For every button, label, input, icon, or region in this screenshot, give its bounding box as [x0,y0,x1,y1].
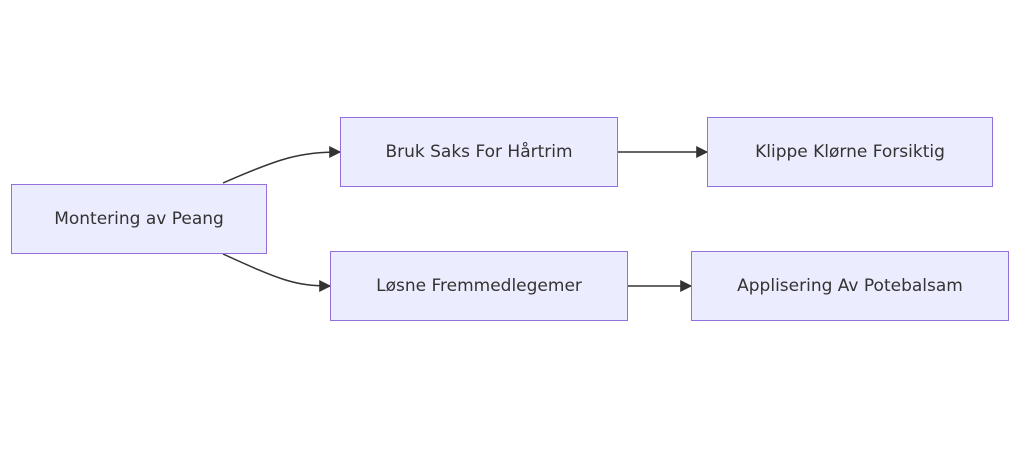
node-losne-fremmedlegemer: Løsne Fremmedlegemer [330,251,628,321]
node-label: Montering av Peang [54,209,224,229]
node-label: Klippe Klørne Forsiktig [755,142,945,162]
edge-a-to-c [222,253,332,292]
node-label: Bruk Saks For Hårtrim [385,142,573,162]
edge-a-to-b [222,146,342,184]
node-label: Løsne Fremmedlegemer [376,276,582,296]
node-applisering-av-potebalsam: Applisering Av Potebalsam [691,251,1009,321]
node-bruk-saks-for-hartrim: Bruk Saks For Hårtrim [340,117,618,187]
node-label: Applisering Av Potebalsam [737,276,963,296]
node-montering-av-peang: Montering av Peang [11,184,267,254]
node-klippe-klorne-forsiktig: Klippe Klørne Forsiktig [707,117,993,187]
